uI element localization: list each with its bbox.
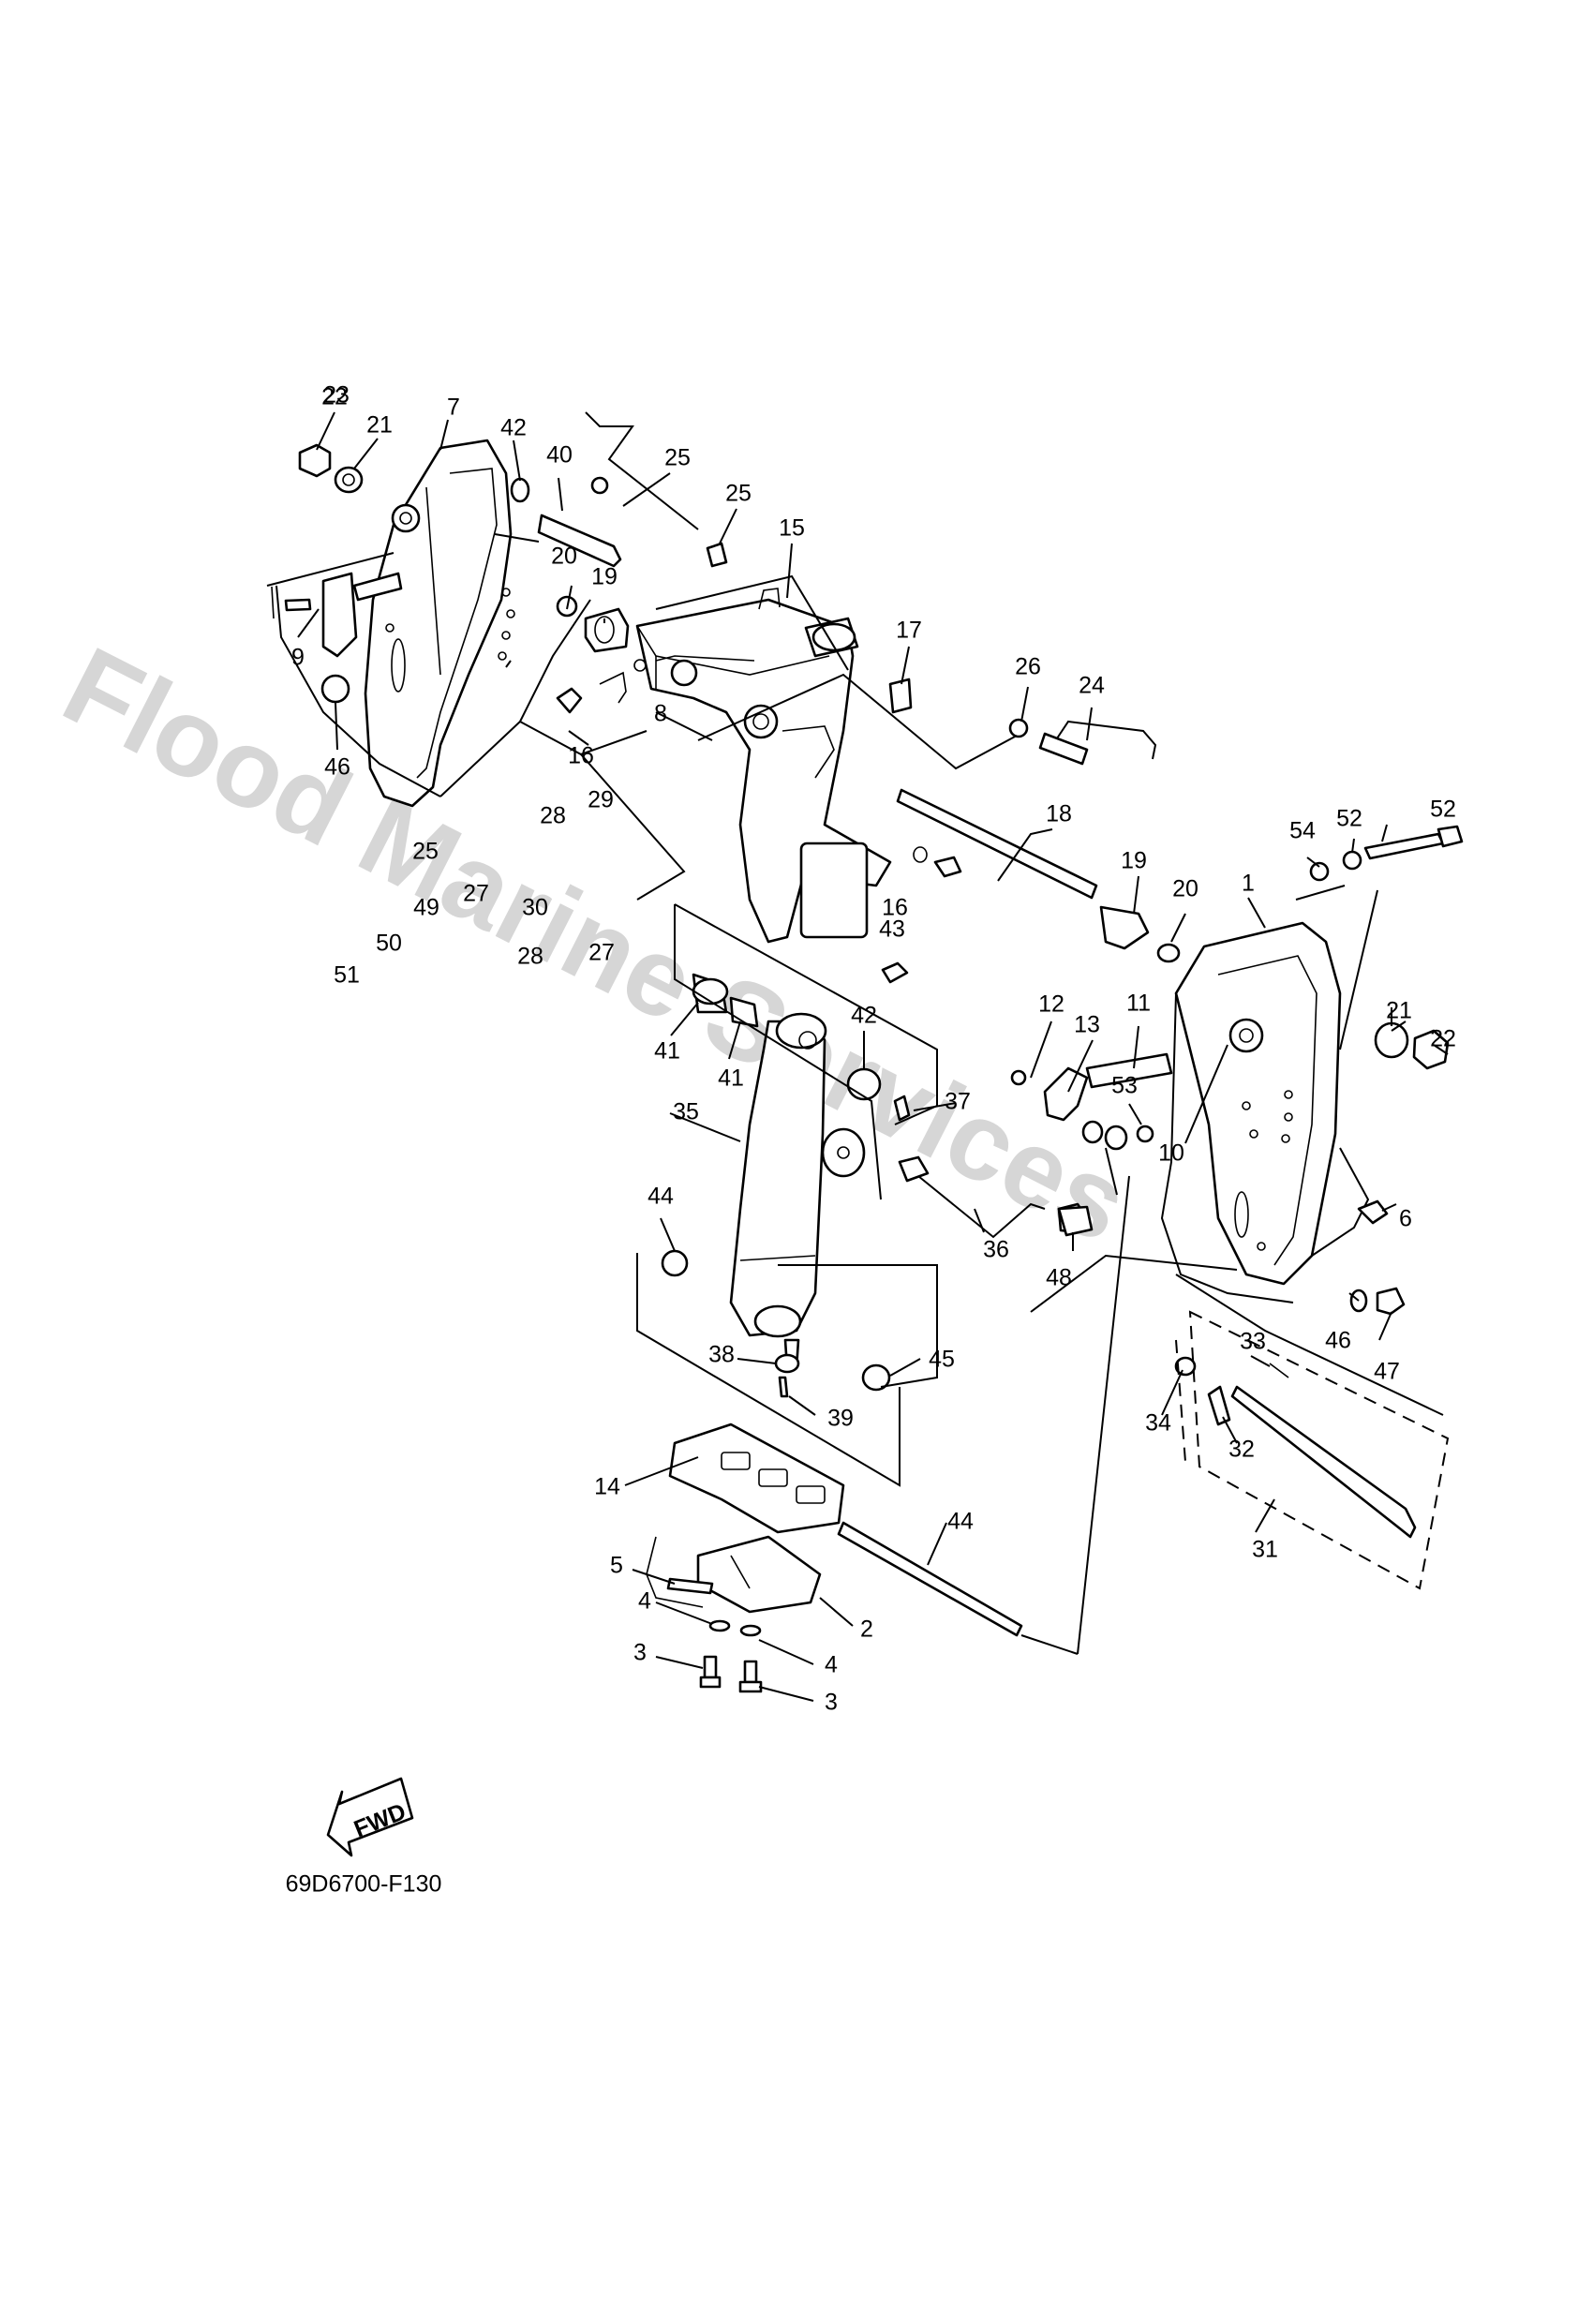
trim-rod-parts: [1174, 1356, 1417, 1539]
callout: 5: [610, 1553, 623, 1579]
left-small-parts: [271, 443, 403, 704]
lower-fasteners: [666, 1577, 763, 1693]
boundary-lines: [519, 574, 1444, 1655]
callout: 46: [1325, 1328, 1351, 1354]
callout: 52: [1336, 806, 1362, 832]
callout: 21: [366, 412, 393, 439]
callout: 6: [1399, 1206, 1412, 1232]
callout: 33: [1240, 1329, 1266, 1355]
callout: 37: [945, 1089, 971, 1115]
callout: 50: [376, 931, 402, 957]
callout: 15: [779, 515, 805, 542]
callout: 4: [638, 1588, 651, 1615]
callout: 16: [568, 743, 594, 769]
tilt-shaft: [881, 788, 1181, 984]
callout: 44: [648, 1184, 674, 1210]
callout: 29: [588, 787, 614, 813]
callout: 31: [1252, 1537, 1278, 1563]
callout: 30: [522, 895, 548, 921]
callout: 7: [447, 395, 460, 421]
callout: 41: [718, 1065, 744, 1092]
callout: 19: [1121, 848, 1147, 874]
callout: 9: [291, 645, 305, 671]
callout: 47: [1374, 1359, 1400, 1385]
callout: 25: [664, 445, 691, 471]
callout: 27: [588, 940, 615, 966]
callout: 23: [323, 382, 350, 409]
callout: 2: [860, 1616, 873, 1643]
callout: 25: [725, 481, 752, 507]
callout: 41: [654, 1038, 680, 1065]
callout: 17: [896, 618, 922, 644]
cylinder-mount-parts: [661, 1249, 891, 1398]
callout: 39: [827, 1406, 854, 1432]
leader-lines: [297, 411, 1449, 1702]
right-bolt-parts: [1309, 825, 1464, 1070]
callout: 46: [324, 754, 350, 781]
callout: 26: [1015, 654, 1041, 680]
callout: 35: [673, 1099, 699, 1125]
callout: 22: [1430, 1026, 1456, 1052]
callout: 20: [1172, 876, 1198, 902]
callout: 24: [1079, 673, 1105, 699]
callout: 28: [540, 803, 566, 829]
callout: 48: [1046, 1265, 1072, 1291]
callout: 54: [1289, 818, 1316, 844]
tilt-cylinder: [729, 1012, 866, 1370]
left-clamp-bracket: [364, 439, 515, 808]
callout: 40: [546, 442, 573, 469]
right-clamp-bracket: [1174, 921, 1342, 1286]
fwd-arrow-icon: FWD: [326, 1777, 414, 1857]
callout: 44: [947, 1509, 974, 1535]
callout: 25: [412, 839, 439, 865]
diagram-code: 69D6700-F130: [286, 1871, 442, 1898]
callout: 22: [321, 384, 348, 410]
callout: 42: [500, 415, 527, 441]
callout: 36: [983, 1237, 1009, 1263]
callout: 14: [594, 1474, 620, 1500]
callout: 8: [654, 701, 667, 727]
callout-labels: 1 2 3 3 4 4 5 6 7 8 9 10 11 12 13 14 15 …: [291, 382, 1456, 1716]
callout: 28: [517, 944, 543, 970]
callout: 27: [463, 881, 489, 907]
callout: 42: [851, 1003, 877, 1029]
callout: 53: [1111, 1073, 1138, 1099]
callout: 43: [879, 916, 905, 943]
callout: 34: [1145, 1410, 1171, 1437]
swivel-bracket: [633, 588, 892, 944]
callout: 32: [1228, 1437, 1255, 1463]
callout: 19: [591, 564, 618, 590]
callout: 51: [334, 962, 360, 989]
tilt-parts: [692, 973, 1094, 1239]
callout: 49: [413, 895, 439, 921]
callout: 21: [1386, 998, 1412, 1024]
callout: 3: [633, 1640, 647, 1666]
callout: 1: [1242, 871, 1255, 897]
callout: 13: [1074, 1012, 1100, 1038]
callout: 11: [1126, 991, 1151, 1017]
callout: 18: [1046, 801, 1072, 827]
callout: 20: [551, 544, 577, 570]
callout: 45: [929, 1347, 955, 1373]
long-bolt: [837, 1521, 1023, 1637]
callout: 10: [1158, 1140, 1184, 1167]
callout: 52: [1430, 797, 1456, 823]
callout: 12: [1038, 991, 1064, 1018]
callout: 38: [708, 1342, 735, 1368]
lower-brackets: [646, 1423, 845, 1614]
callout: 4: [825, 1652, 838, 1678]
right-upper-parts: [888, 678, 1157, 766]
callout: 16: [882, 895, 908, 921]
callout: 3: [825, 1690, 838, 1716]
